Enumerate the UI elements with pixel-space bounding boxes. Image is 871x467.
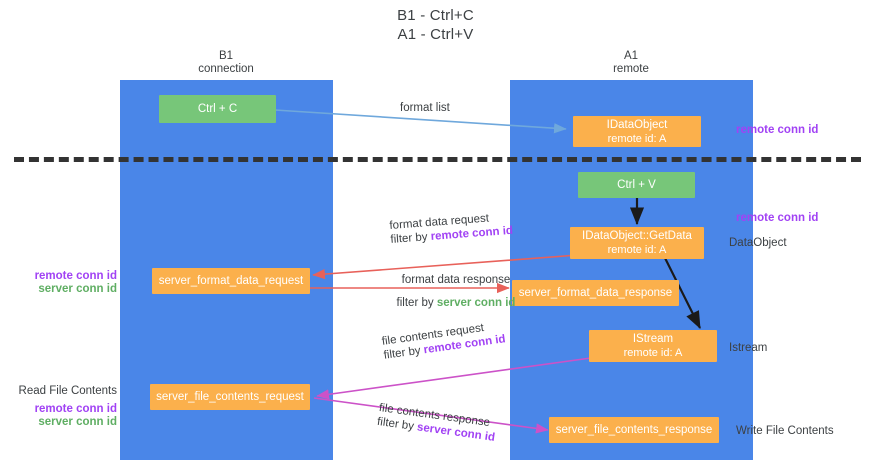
title-line-1: B1 - Ctrl+C xyxy=(397,7,474,24)
diagram-title: B1 - Ctrl+C A1 - Ctrl+V xyxy=(0,6,871,44)
node-idataobject-getdata-sub: remote id: A xyxy=(607,244,667,256)
annotation-write-file-contents: Write File Contents xyxy=(736,425,834,437)
annotation-left-server-conn-id-2: server conn id xyxy=(38,416,117,428)
node-idataobject-getdata[interactable]: IDataObject::GetData remote id: A xyxy=(570,227,704,259)
column-header-a1-name: A1 xyxy=(623,50,639,62)
node-istream[interactable]: IStream remote id: A xyxy=(589,330,717,362)
node-server-file-contents-request[interactable]: server_file_contents_request xyxy=(150,384,310,410)
node-server-format-data-response-label: server_format_data_response xyxy=(518,287,673,299)
filter-prefix: filter by xyxy=(396,297,437,309)
filter-key-server-conn-id: server conn id xyxy=(436,297,516,309)
title-line-2: A1 - Ctrl+V xyxy=(397,26,474,43)
node-istream-label: IStream xyxy=(632,333,674,345)
arrow-format-data-request xyxy=(312,254,579,280)
column-header-b1-role: connection xyxy=(198,63,254,75)
node-server-file-contents-request-label: server_file_contents_request xyxy=(156,391,304,403)
arrow-getdata-to-istream xyxy=(664,257,701,329)
node-ctrl-v-label: Ctrl + V xyxy=(617,179,656,191)
annotation-left-remote-conn-id: remote conn id xyxy=(34,270,117,282)
arrow-file-contents-response xyxy=(313,397,549,434)
annotation-remote-conn-id-top: remote conn id xyxy=(736,124,819,136)
column-header-b1-name: B1 xyxy=(218,50,234,62)
node-ctrl-c-label: Ctrl + C xyxy=(197,103,238,115)
annotation-left-server-conn-id: server conn id xyxy=(38,283,117,295)
arrow-file-contents-request xyxy=(316,356,599,400)
node-istream-sub: remote id: A xyxy=(623,347,683,359)
annotation-dataobject: DataObject xyxy=(729,237,787,249)
node-ctrl-v[interactable]: Ctrl + V xyxy=(578,172,695,198)
column-header-a1-role: remote xyxy=(613,63,649,75)
node-server-format-data-request[interactable]: server_format_data_request xyxy=(152,268,310,294)
filter-prefix: filter by xyxy=(390,230,432,246)
node-server-file-contents-response-label: server_file_contents_response xyxy=(555,424,713,436)
node-server-format-data-response[interactable]: server_format_data_response xyxy=(512,280,679,306)
annotation-left-remote-conn-id-2: remote conn id xyxy=(34,403,117,415)
node-idataobject-getdata-label: IDataObject::GetData xyxy=(582,230,692,242)
node-server-file-contents-response[interactable]: server_file_contents_response xyxy=(549,417,719,443)
edge-label-format-list: format list xyxy=(400,102,450,114)
node-ctrl-c[interactable]: Ctrl + C xyxy=(159,95,276,123)
annotation-remote-conn-id-mid: remote conn id xyxy=(736,212,819,224)
phase-separator xyxy=(14,157,861,162)
edge-label-format-data-response: format data response filter by server co… xyxy=(376,273,536,310)
node-idataobject[interactable]: IDataObject remote id: A xyxy=(573,116,701,147)
arrow-format-list xyxy=(274,109,567,134)
node-idataobject-label: IDataObject xyxy=(606,118,668,131)
column-header-b1: B1 connection xyxy=(146,50,306,76)
edge-label-format-data-response-line1: format data response xyxy=(401,274,511,286)
edge-label-format-data-response-line2: filter by server conn id xyxy=(376,296,536,310)
annotation-istream: Istream xyxy=(729,342,768,354)
column-header-a1: A1 remote xyxy=(551,50,711,76)
node-server-format-data-request-label: server_format_data_request xyxy=(158,275,304,287)
annotation-read-file-contents: Read File Contents xyxy=(18,385,117,397)
node-idataobject-sub: remote id: A xyxy=(607,132,667,145)
